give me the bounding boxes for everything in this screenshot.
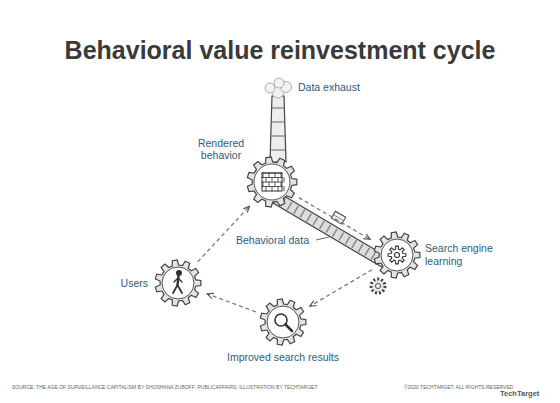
- brick-joint: [269, 182, 270, 187]
- gear-outline: [374, 232, 420, 278]
- cycle-connector: [198, 206, 250, 262]
- gear-shape: [246, 156, 298, 208]
- cycle-connector: [299, 198, 370, 240]
- brick-joint: [281, 173, 282, 178]
- lens-handle: [286, 325, 293, 332]
- gear-outline: [260, 299, 306, 345]
- gear-outline: [247, 157, 296, 207]
- stack-band: [271, 122, 285, 123]
- brick-joint: [266, 187, 267, 192]
- smoke-cloud: [265, 78, 292, 98]
- gear-face: [267, 306, 299, 338]
- brick-joint: [278, 178, 279, 183]
- gear-icon: [262, 173, 284, 191]
- small-gear: [371, 279, 385, 293]
- gear-node: Rendered behavior: [246, 156, 298, 208]
- inner-cog-hub: [395, 253, 400, 258]
- gear-face: [381, 239, 413, 271]
- node-label: Rendered behavior: [192, 137, 250, 162]
- gear-outline: [155, 260, 201, 306]
- gear-face: [162, 267, 194, 299]
- brick-joint: [281, 182, 282, 187]
- brick-wall: [262, 173, 282, 191]
- node-label: Improved search results: [227, 351, 339, 364]
- cycle-connector: [207, 294, 256, 312]
- conveyor-rollers: [276, 198, 388, 264]
- brick-joint: [278, 187, 279, 192]
- brick-row: [262, 182, 282, 183]
- small-gear-hub: [376, 284, 381, 289]
- free-label: Behavioral data: [236, 234, 309, 246]
- gear-icon: [275, 314, 292, 331]
- smokestack: [270, 96, 286, 162]
- brick-joint: [272, 187, 273, 192]
- stack-band: [270, 150, 285, 151]
- gear-shape: [154, 259, 202, 307]
- gear-node: Improved search results: [259, 298, 307, 346]
- walker-arms: [174, 278, 182, 282]
- gear-shape: [373, 231, 421, 279]
- brick-joint: [275, 182, 276, 187]
- brick-joint: [284, 178, 285, 183]
- leader-line: [316, 237, 329, 240]
- gear-node: Search engine learning: [373, 231, 421, 279]
- brick-joint: [284, 187, 285, 192]
- walker-head: [177, 271, 182, 276]
- node-label: Users: [121, 277, 148, 290]
- conveyor-belt: [273, 193, 391, 269]
- node-label: Search engine learning: [425, 242, 505, 267]
- free-label: SOURCE: THE AGE OF SURVEILLANCE CAPITALI…: [12, 384, 317, 390]
- data-package: [331, 211, 345, 224]
- stack-band: [272, 108, 285, 109]
- brick-joint: [269, 173, 270, 178]
- free-label: Data exhaust: [298, 81, 360, 93]
- free-label: TechTarget: [500, 389, 539, 398]
- brick-joint: [263, 173, 264, 178]
- gear-icon: [388, 246, 406, 264]
- brick-joint: [263, 182, 264, 187]
- diagram-title: Behavioral value reinvestment cycle: [0, 36, 560, 65]
- gear-face: [254, 164, 290, 200]
- brick-joint: [272, 178, 273, 183]
- brick-joint: [266, 178, 267, 183]
- gear-icon: [173, 271, 182, 293]
- stack-band: [271, 136, 286, 137]
- brick-joint: [275, 173, 276, 178]
- gear-shape: [259, 298, 307, 346]
- free-label: ©2020 TECHTARGET. ALL RIGHTS RESERVED: [404, 384, 513, 390]
- gear-node: Users: [154, 259, 202, 307]
- inner-cog: [388, 246, 406, 264]
- walker-legs: [173, 285, 182, 293]
- cycle-connector: [310, 270, 372, 307]
